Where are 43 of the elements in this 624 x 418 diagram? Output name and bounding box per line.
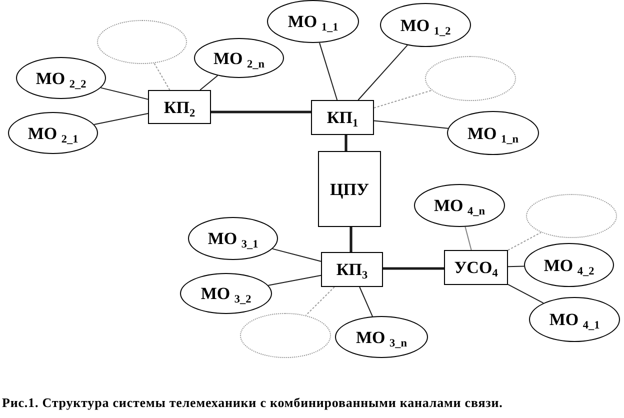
connector-line (268, 274, 322, 286)
node-label: МО $_{1_1}$ (288, 13, 338, 30)
connector-line (94, 113, 148, 125)
connector-line (100, 87, 148, 100)
connector-line (344, 135, 348, 151)
dotted-connector-line (374, 90, 432, 108)
connector-line (350, 227, 352, 252)
node-label: МО $_{2_1}$ (28, 124, 78, 142)
node-label: УСО$_{4}$ (454, 259, 498, 276)
connector-line (508, 284, 544, 304)
figure-caption: Рис.1. Структура системы телемеханики с комбинированными каналами связи. (2, 395, 503, 411)
dotted-connector-line (508, 232, 542, 251)
station-box (311, 100, 374, 135)
node-label: МО $_{4_n}$ (434, 197, 485, 214)
node-label: КП$_{3}$ (336, 261, 368, 278)
dotted-connector-line (305, 286, 335, 316)
connector-line (383, 267, 444, 270)
node-label: МО $_{4_2}$ (544, 256, 594, 274)
connector-line (211, 110, 311, 114)
connector-line (272, 248, 322, 262)
connector-line (358, 44, 408, 100)
node-label: КП$_{1}$ (326, 109, 358, 126)
station-box (318, 151, 381, 227)
node-label: МО $_{1_2}$ (400, 16, 451, 34)
station-box (148, 90, 211, 124)
connector-line (319, 42, 338, 100)
node-label: МО $_{1_n}$ (468, 124, 518, 142)
node-label: КП$_{2}$ (164, 98, 196, 116)
station-box (321, 252, 383, 287)
connector-line (374, 120, 448, 129)
node-label: МО $_{4_1}$ (549, 311, 600, 328)
connector-line (508, 266, 525, 268)
node-label: ЦПУ (330, 180, 369, 198)
connector-line (200, 75, 218, 90)
node-label: МО $_{3_n}$ (356, 328, 407, 346)
connector-line (359, 286, 373, 317)
station-box (444, 250, 508, 285)
node-label: МО $_{2_2}$ (36, 70, 86, 86)
node-label: МО $_{3_1}$ (208, 230, 258, 247)
dotted-connector-line (154, 62, 170, 90)
node-label: МО $_{3_2}$ (200, 285, 252, 302)
node-label: МО $_{2_n}$ (214, 50, 264, 66)
connector-line (464, 226, 472, 250)
